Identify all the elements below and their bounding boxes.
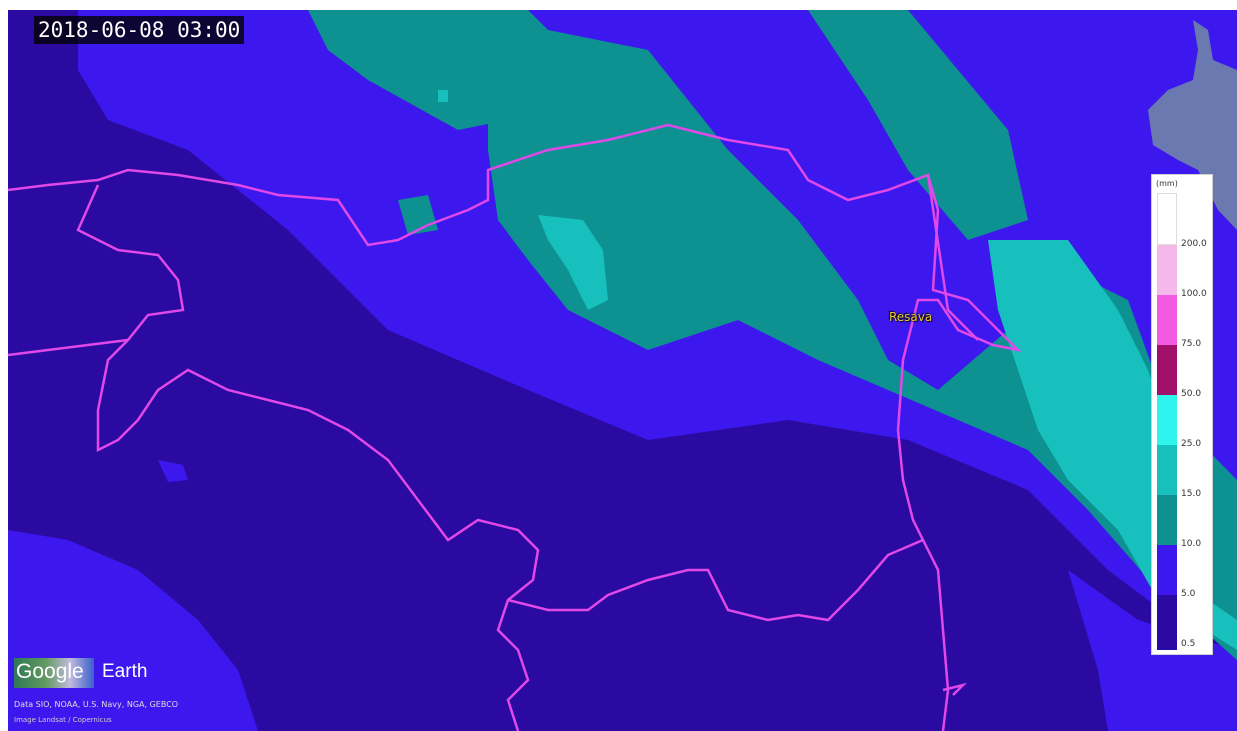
legend-label-75: 75.0: [1181, 339, 1202, 349]
legend-swatch-5: [1157, 545, 1177, 595]
legend-label-10: 10.0: [1181, 539, 1202, 549]
earth-wordmark: Earth: [102, 661, 148, 682]
precip-cyan-west: [538, 215, 608, 310]
google-logo-background: [14, 658, 94, 688]
precip-teal-main: [488, 30, 1237, 660]
legend-swatch-25: [1157, 395, 1177, 445]
precipitation-map: [8, 10, 1237, 731]
legend-unit: (mm): [1156, 179, 1178, 188]
legend-label-200: 200.0: [1181, 239, 1207, 249]
legend-label-50: 50.0: [1181, 389, 1202, 399]
city-label[interactable]: Resava: [889, 310, 933, 324]
precip-patch-sw: [158, 460, 188, 482]
timestamp-label: 2018-06-08 03:00: [34, 16, 245, 44]
legend-label-25: 25.0: [1181, 439, 1202, 449]
precip-cyan-dot: [438, 90, 448, 102]
legend-swatch-75: [1157, 295, 1177, 345]
border-line-west-2: [8, 338, 129, 357]
legend-swatch-200: [1157, 193, 1177, 245]
legend-swatch-50: [1157, 345, 1177, 395]
legend-label-0.5: 0.5: [1181, 639, 1196, 649]
imagery-attribution: Image Landsat / Copernicus: [14, 716, 112, 724]
border-line-se-spur: [942, 682, 968, 696]
precip-teal-north: [308, 10, 568, 130]
border-line-south: [507, 538, 950, 731]
legend-label-100: 100.0: [1181, 289, 1207, 299]
legend-swatch-15: [1157, 445, 1177, 495]
legend-swatch-10: [1157, 495, 1177, 545]
terrain-patch: [1148, 20, 1237, 230]
legend-label-15: 15.0: [1181, 489, 1202, 499]
border-line-west: [76, 184, 540, 731]
legend-label-5: 5.0: [1181, 589, 1196, 599]
precip-teal-ne: [808, 10, 1028, 240]
google-wordmark: Google: [16, 660, 84, 683]
data-attribution: Data SIO, NOAA, U.S. Navy, NGA, GEBCO: [14, 700, 179, 709]
legend-swatch-100: [1157, 245, 1177, 295]
precipitation-legend: (mm) 200.0 100.0 75.0 50.0 25.0 15.0 10.…: [1151, 174, 1213, 655]
border-line-north: [8, 123, 1022, 541]
map-viewport[interactable]: 2018-06-08 03:00 Resava (mm) 200.0 100.0…: [8, 10, 1237, 731]
border-line-ne: [926, 174, 979, 341]
legend-swatch-0.5: [1157, 595, 1177, 650]
